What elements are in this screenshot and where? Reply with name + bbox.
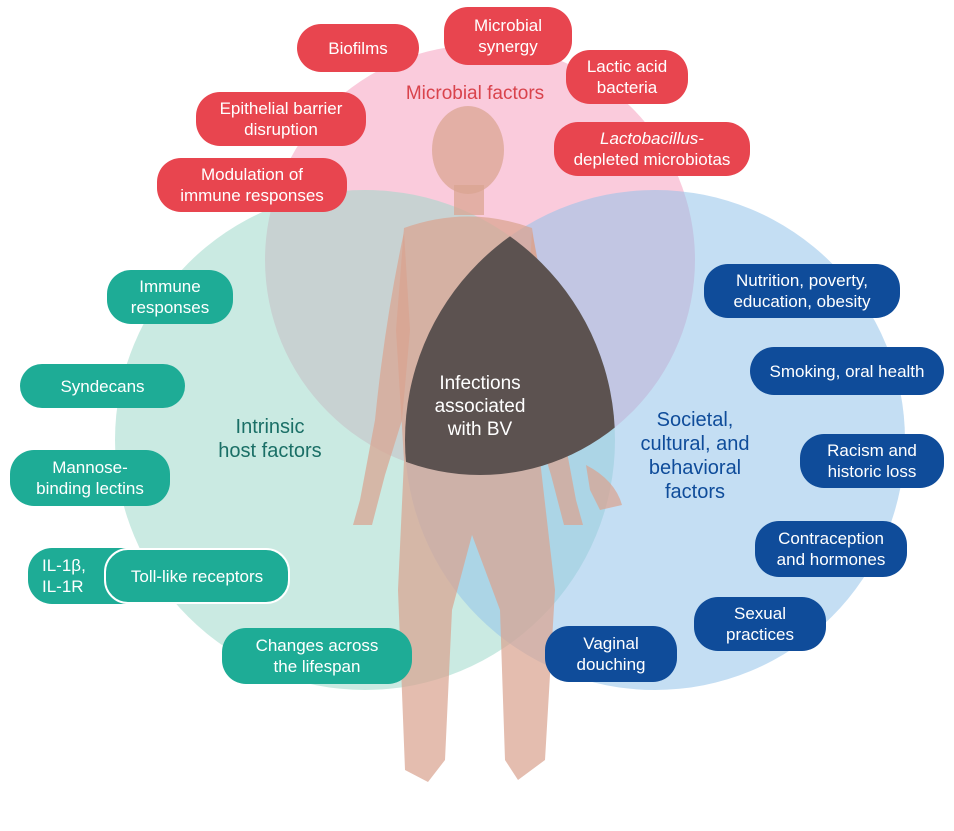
center-label: Infections associated with BV: [410, 372, 550, 441]
factor-pill-microbial-synergy: Microbial synergy: [444, 7, 572, 65]
factor-pill-mannose-binding-lectins: Mannose- binding lectins: [10, 450, 170, 506]
factor-pill-biofilms: Biofilms: [297, 24, 419, 72]
factor-text: Smoking, oral health: [770, 361, 925, 382]
microbial-factors-label: Microbial factors: [380, 82, 570, 106]
factor-text: Lactic acid bacteria: [587, 56, 667, 98]
factor-pill-contraception-hormones: Contraception and hormones: [755, 521, 907, 577]
factor-pill-toll-like-receptors: Toll-like receptors: [104, 548, 290, 604]
factor-text: Modulation of immune responses: [180, 164, 324, 206]
factor-pill-lactobacillus-depleted: Lactobacillus- depleted microbiotas: [554, 122, 750, 176]
factor-text: Syndecans: [60, 376, 144, 397]
factor-text: Lactobacillus- depleted microbiotas: [574, 128, 731, 170]
factor-text: Changes across the lifespan: [256, 635, 379, 677]
factor-text: Contraception and hormones: [777, 528, 886, 570]
factor-text: Nutrition, poverty, education, obesity: [733, 270, 870, 312]
factor-text: Epithelial barrier disruption: [220, 98, 343, 140]
factor-pill-immune-modulation: Modulation of immune responses: [157, 158, 347, 212]
factor-pill-syndecans: Syndecans: [20, 364, 185, 408]
factor-text: Immune responses: [131, 276, 209, 318]
factor-pill-vaginal-douching: Vaginal douching: [545, 626, 677, 682]
factor-text: Mannose- binding lectins: [36, 457, 144, 499]
factor-text: Racism and historic loss: [827, 440, 917, 482]
factor-text: Sexual practices: [726, 603, 794, 645]
factor-text: Biofilms: [328, 38, 388, 59]
societal-factors-label: Societal, cultural, and behavioral facto…: [620, 408, 770, 504]
factor-text: Toll-like receptors: [131, 566, 263, 587]
factor-pill-nutrition-poverty: Nutrition, poverty, education, obesity: [704, 264, 900, 318]
factor-pill-smoking-oral-health: Smoking, oral health: [750, 347, 944, 395]
factor-pill-epithelial-barrier: Epithelial barrier disruption: [196, 92, 366, 146]
factor-pill-lactic-acid-bacteria: Lactic acid bacteria: [566, 50, 688, 104]
host-factors-label: Intrinsic host factors: [190, 415, 350, 463]
factor-text: IL-1β, IL-1R: [42, 555, 86, 597]
factor-pill-sexual-practices: Sexual practices: [694, 597, 826, 651]
factor-text: Vaginal douching: [576, 633, 645, 675]
factor-pill-immune-responses: Immune responses: [107, 270, 233, 324]
factor-pill-racism-historic-loss: Racism and historic loss: [800, 434, 944, 488]
factor-pill-lifespan: Changes across the lifespan: [222, 628, 412, 684]
factor-text: Microbial synergy: [474, 15, 542, 57]
